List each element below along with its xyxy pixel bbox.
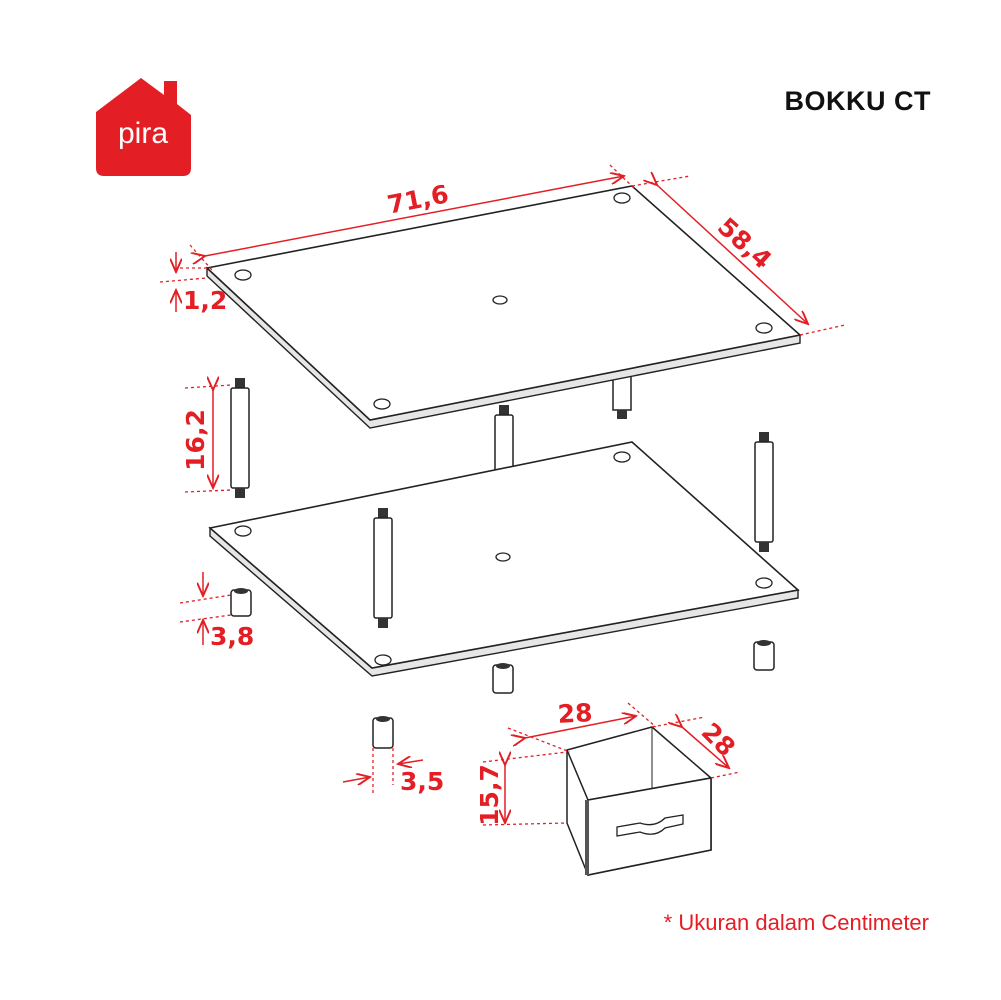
dim-post-height: 16,2 bbox=[181, 409, 210, 471]
dim-board-thickness: 1,2 bbox=[183, 286, 227, 315]
top-board bbox=[205, 185, 802, 429]
dimension-lines bbox=[159, 164, 846, 826]
dim-drawer-depth: 28 bbox=[696, 717, 741, 762]
drawer-handle bbox=[616, 814, 684, 837]
post bbox=[230, 378, 250, 498]
drawer bbox=[566, 726, 712, 876]
foot bbox=[230, 588, 252, 617]
foot bbox=[372, 716, 394, 749]
unit-footnote: * Ukuran dalam Centimeter bbox=[663, 910, 929, 935]
svg-text:pira: pira bbox=[118, 117, 168, 150]
foot bbox=[492, 663, 514, 694]
foot bbox=[753, 640, 775, 671]
post bbox=[754, 432, 774, 552]
pira-logo: pira bbox=[96, 78, 191, 176]
dim-drawer-width: 28 bbox=[557, 698, 593, 729]
dim-drawer-height: 15,7 bbox=[475, 764, 504, 826]
product-title: BOKKU CT bbox=[784, 86, 931, 116]
post bbox=[373, 508, 393, 628]
dim-foot-diameter: 3,5 bbox=[400, 767, 444, 796]
dim-foot-height: 3,8 bbox=[210, 622, 254, 651]
bottom-board bbox=[208, 441, 800, 677]
dim-top-width: 71,6 bbox=[385, 179, 451, 219]
